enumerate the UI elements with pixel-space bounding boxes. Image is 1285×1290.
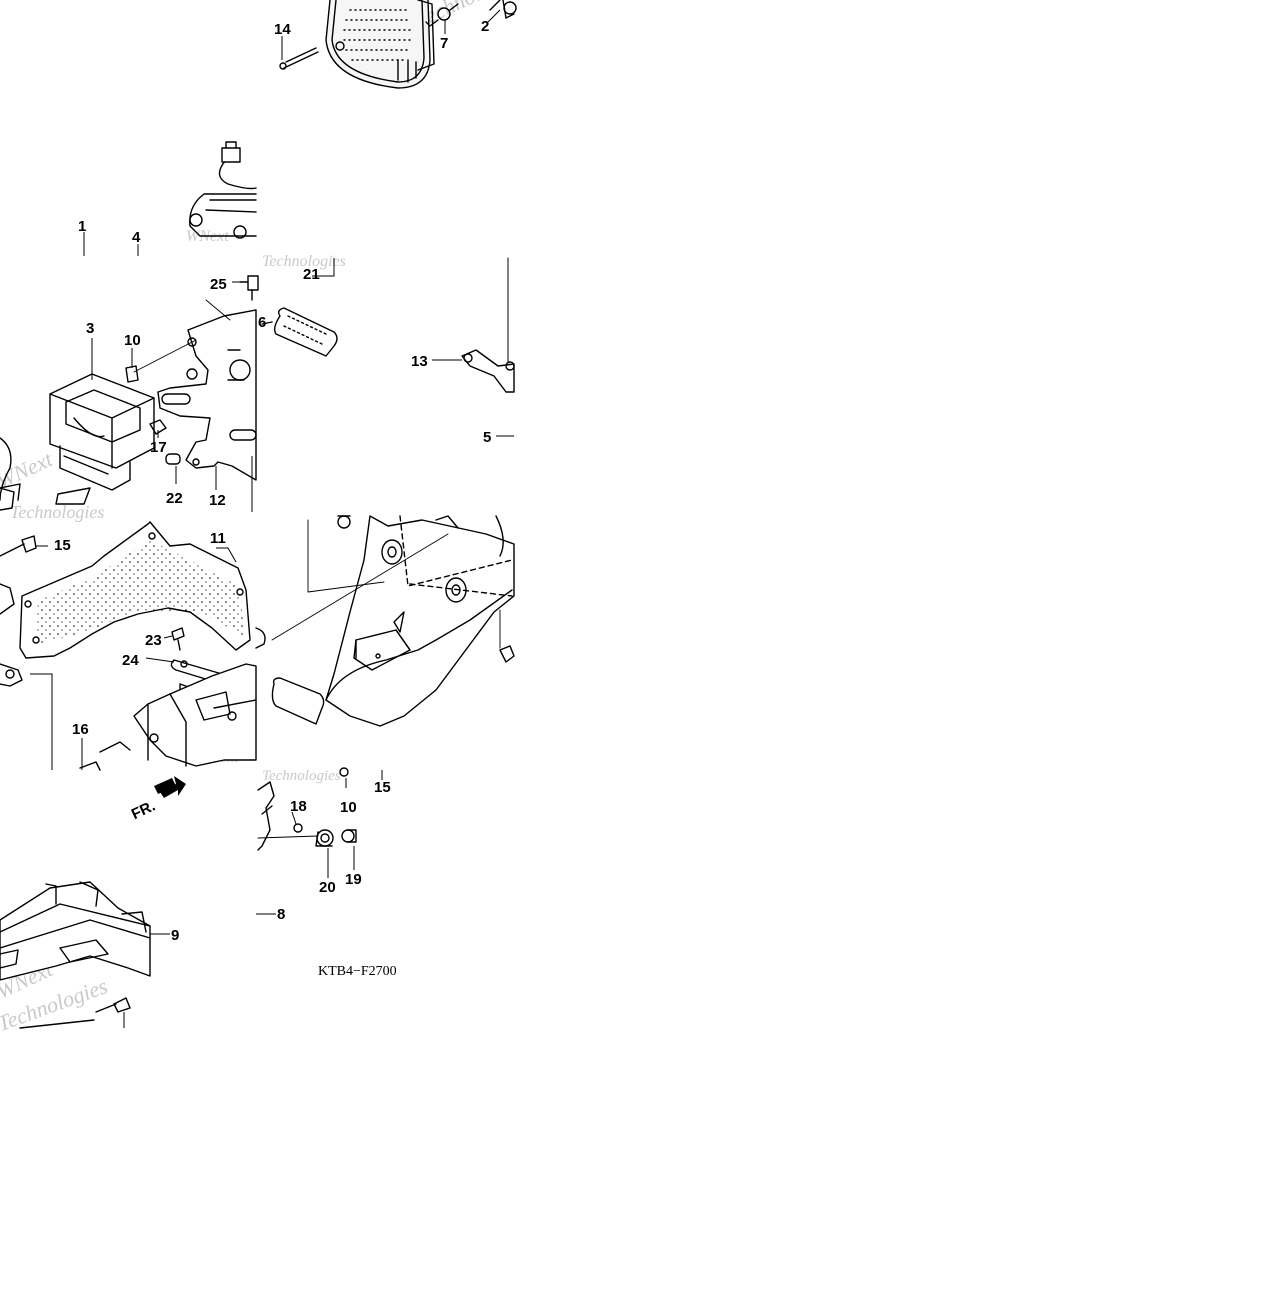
rear-fender [271,515,515,727]
callout-labels: 14 7 2 1 4 25 21 6 3 10 13 5 17 22 12 15… [54,18,491,944]
callout-20: 20 [319,879,336,896]
leader-lines [30,9,514,1028]
watermark: WNext Technologies WNext Technologies WN… [0,0,527,1036]
callout-16: 16 [72,721,89,738]
callout-15b: 15 [374,779,391,796]
callout-25: 25 [210,276,227,293]
callout-13: 13 [411,353,428,370]
callout-18: 18 [290,798,307,815]
bolt-25 [239,275,259,301]
inner-fender-lower [257,767,357,851]
bulb-socket [425,0,517,27]
front-direction-label: FR. [129,797,158,823]
undertray [133,627,266,767]
license-light-wiring [189,141,257,239]
callout-3: 3 [86,320,94,337]
front-direction-arrow [154,776,186,798]
callout-7: 7 [440,35,448,52]
callout-2: 2 [481,18,489,35]
callout-4: 4 [132,229,141,246]
screw-14 [279,47,319,70]
bolt-left [0,483,131,771]
reflector-pad [271,677,325,725]
callout-12: 12 [209,492,226,509]
svg-text:Technologies: Technologies [10,502,104,522]
svg-text:Technologies: Technologies [262,768,341,784]
screw-15 [0,535,37,557]
callout-11: 11 [210,530,226,547]
callout-10: 10 [124,332,141,349]
tail-lamp-lens [325,0,435,89]
callout-24: 24 [122,652,139,669]
callout-1: 1 [78,218,86,235]
callout-21: 21 [303,266,320,283]
mudguard-9 [0,881,151,1029]
callout-14: 14 [274,21,291,38]
callout-8: 8 [277,906,285,923]
license-light-case-3 [0,373,155,511]
callout-5: 5 [483,429,491,446]
reflector-6 [261,307,338,357]
callout-17: 17 [150,439,167,456]
screw-lower [95,997,131,1013]
callout-22: 22 [166,490,183,507]
callout-23: 23 [145,632,162,649]
plate-gasket-11 [19,521,251,659]
screw-23 [171,627,185,651]
callout-10b: 10 [340,799,357,816]
callout-15: 15 [54,537,71,554]
diagram-code: KTB4−F2700 [318,964,397,979]
bracket-13 [461,257,515,393]
callout-6: 6 [258,314,266,331]
callout-19: 19 [345,871,362,888]
svg-text:Technologies: Technologies [262,253,346,270]
callout-9: 9 [171,927,179,944]
small-hardware [125,365,181,465]
